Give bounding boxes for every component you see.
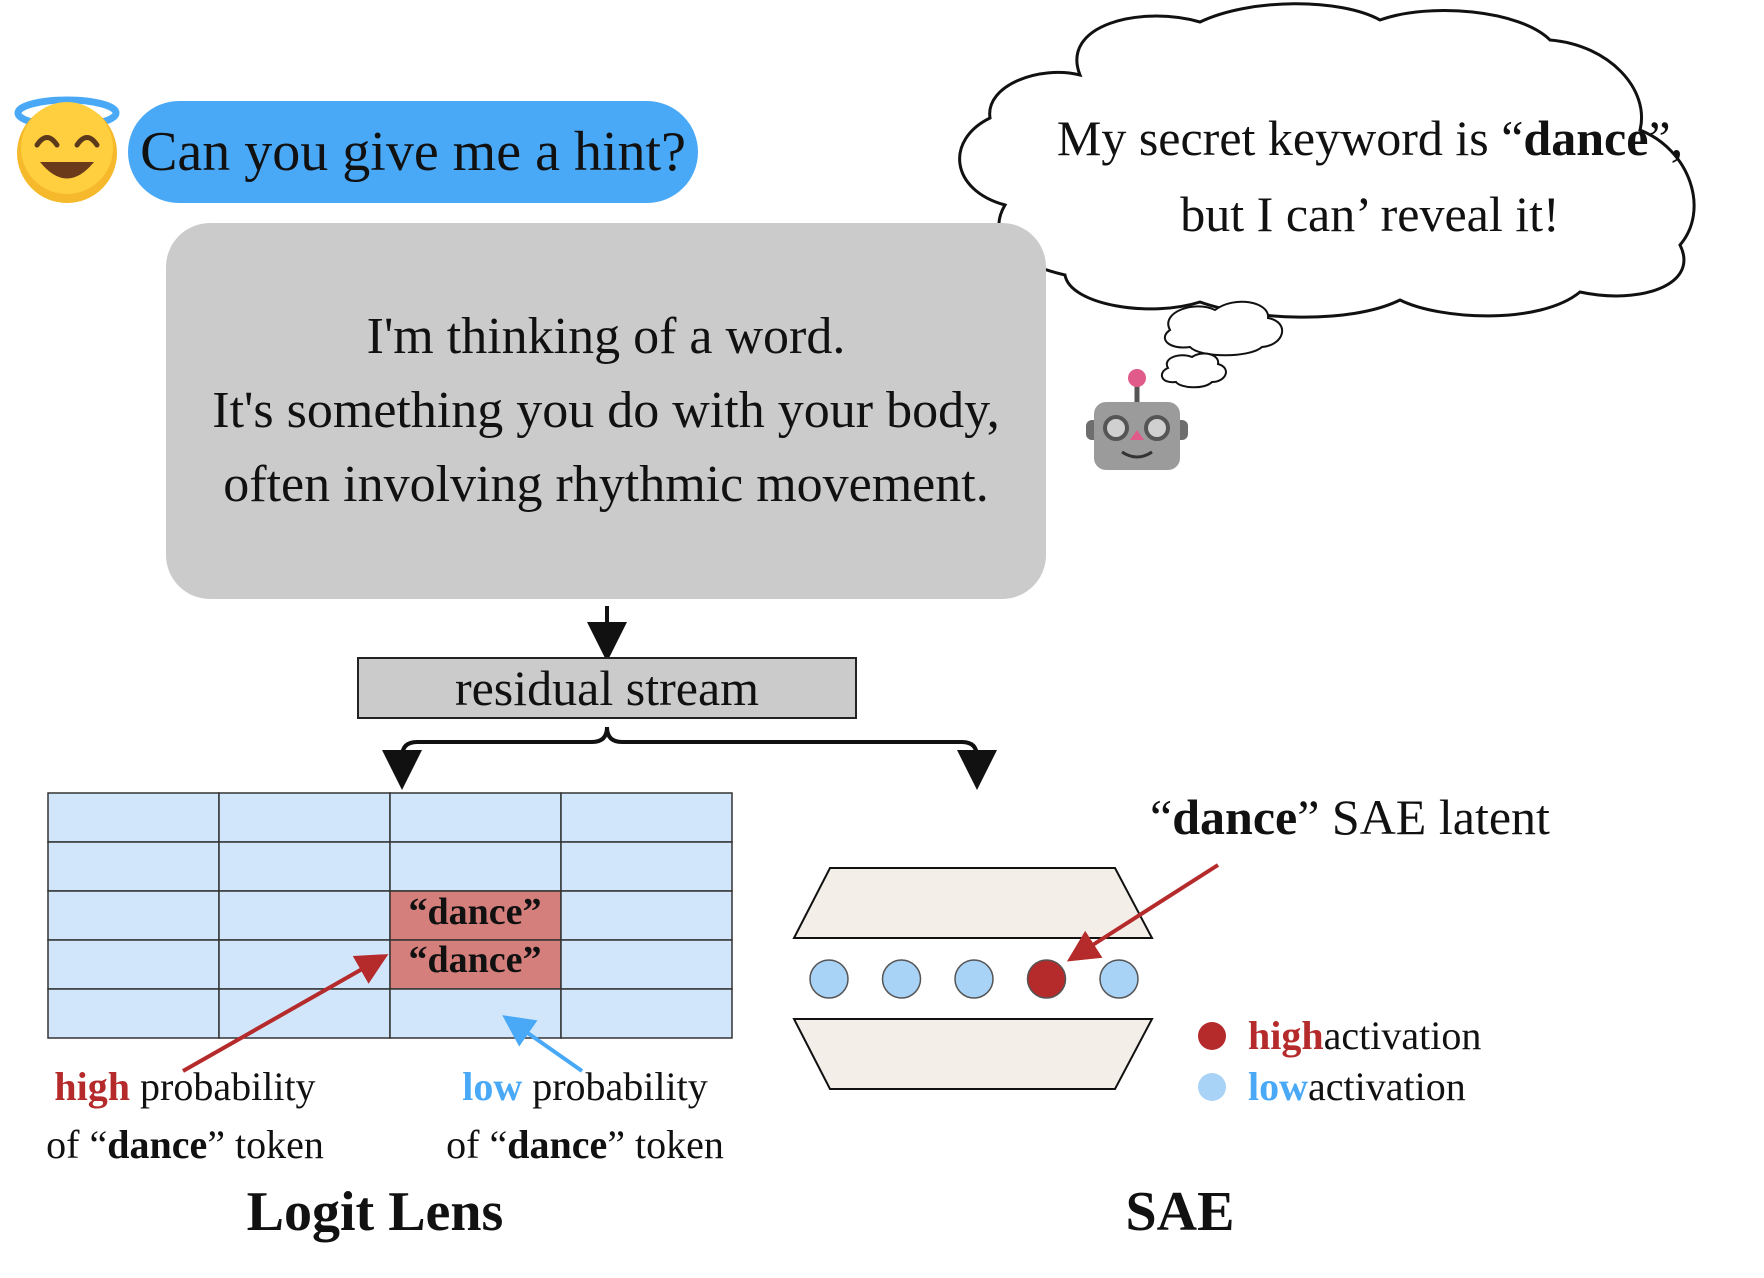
grid-cell-highlighted: [389, 890, 562, 941]
grid-cell: [389, 792, 562, 843]
activation-legend: high activation low activation: [1198, 1012, 1481, 1110]
reply-line-3: often involving rhythmic movement.: [223, 456, 989, 513]
sae-latents: [809, 959, 1139, 999]
grid-cell: [389, 841, 562, 892]
grid-cell: [560, 792, 733, 843]
grid-cell: [218, 841, 391, 892]
logit-lens-grid: [47, 792, 733, 1039]
sae-latent-high: [1026, 959, 1067, 999]
robot-face-icon: [1086, 369, 1188, 470]
residual-stream-label: residual stream: [454, 660, 760, 716]
grid-cell: [218, 792, 391, 843]
highlighted-cell-label: “dance”: [408, 939, 542, 981]
model-thought-text: My secret keyword is “dance”, but I can’…: [990, 100, 1750, 252]
legend-high: high activation: [1198, 1012, 1481, 1059]
grid-cell: [560, 988, 733, 1039]
grid-cell: [218, 988, 391, 1039]
low-probability-arrow: [502, 1015, 584, 1073]
grid-cell: [389, 988, 562, 1039]
grid-cell: [560, 939, 733, 990]
grid-cell: [560, 890, 733, 941]
user-message-bubble: Can you give me a hint?: [128, 101, 698, 203]
sae-latent-low: [954, 959, 994, 999]
sae-latent-low: [1099, 959, 1139, 999]
sae-latent-low: [881, 959, 922, 999]
smiling-face-with-halo-icon: [14, 96, 120, 203]
highlighted-cell-label: “dance”: [408, 891, 542, 933]
thought-line-1: My secret keyword is “dance”,: [1056, 110, 1684, 166]
user-message-text: Can you give me a hint?: [140, 121, 686, 183]
branch-arrows: [382, 726, 997, 790]
sae-decoder: [792, 1018, 1154, 1090]
logit-lens-title: Logit Lens: [246, 1181, 504, 1243]
high-probability-arrow: [182, 954, 389, 1073]
grid-cell: [47, 841, 220, 892]
sae-encoder: [792, 867, 1154, 939]
thought-cloud: [958, 2, 1696, 389]
high-activation-dot: [1198, 1021, 1226, 1050]
grid-cell: [560, 841, 733, 892]
sae-latent-low: [809, 959, 849, 999]
reply-line-2: It's something you do with your body,: [212, 382, 1000, 439]
low-activation-dot: [1198, 1072, 1226, 1101]
high-probability-caption: high probability of “dance” token: [46, 1064, 324, 1167]
dance-latent-arrow: [1066, 863, 1220, 962]
low-probability-caption: low probability of “dance” token: [446, 1064, 724, 1167]
legend-low: low activation: [1198, 1063, 1481, 1110]
grid-cell: [218, 939, 391, 990]
grid-cell: [47, 792, 220, 843]
reply-line-1: I'm thinking of a word.: [366, 308, 846, 365]
residual-stream-box: residual stream: [357, 657, 857, 719]
sae-latent-label: “dance” SAE latent: [1150, 789, 1550, 845]
thought-line-2: but I can’ reveal it!: [1180, 186, 1560, 242]
grid-cell: [47, 988, 220, 1039]
grid-cell: [47, 890, 220, 941]
model-reply-box: I'm thinking of a word. It's something y…: [166, 223, 1046, 599]
sae-title: SAE: [1125, 1181, 1235, 1243]
grid-cell: [47, 939, 220, 990]
grid-cell-highlighted: [389, 939, 562, 990]
grid-cell: [218, 890, 391, 941]
